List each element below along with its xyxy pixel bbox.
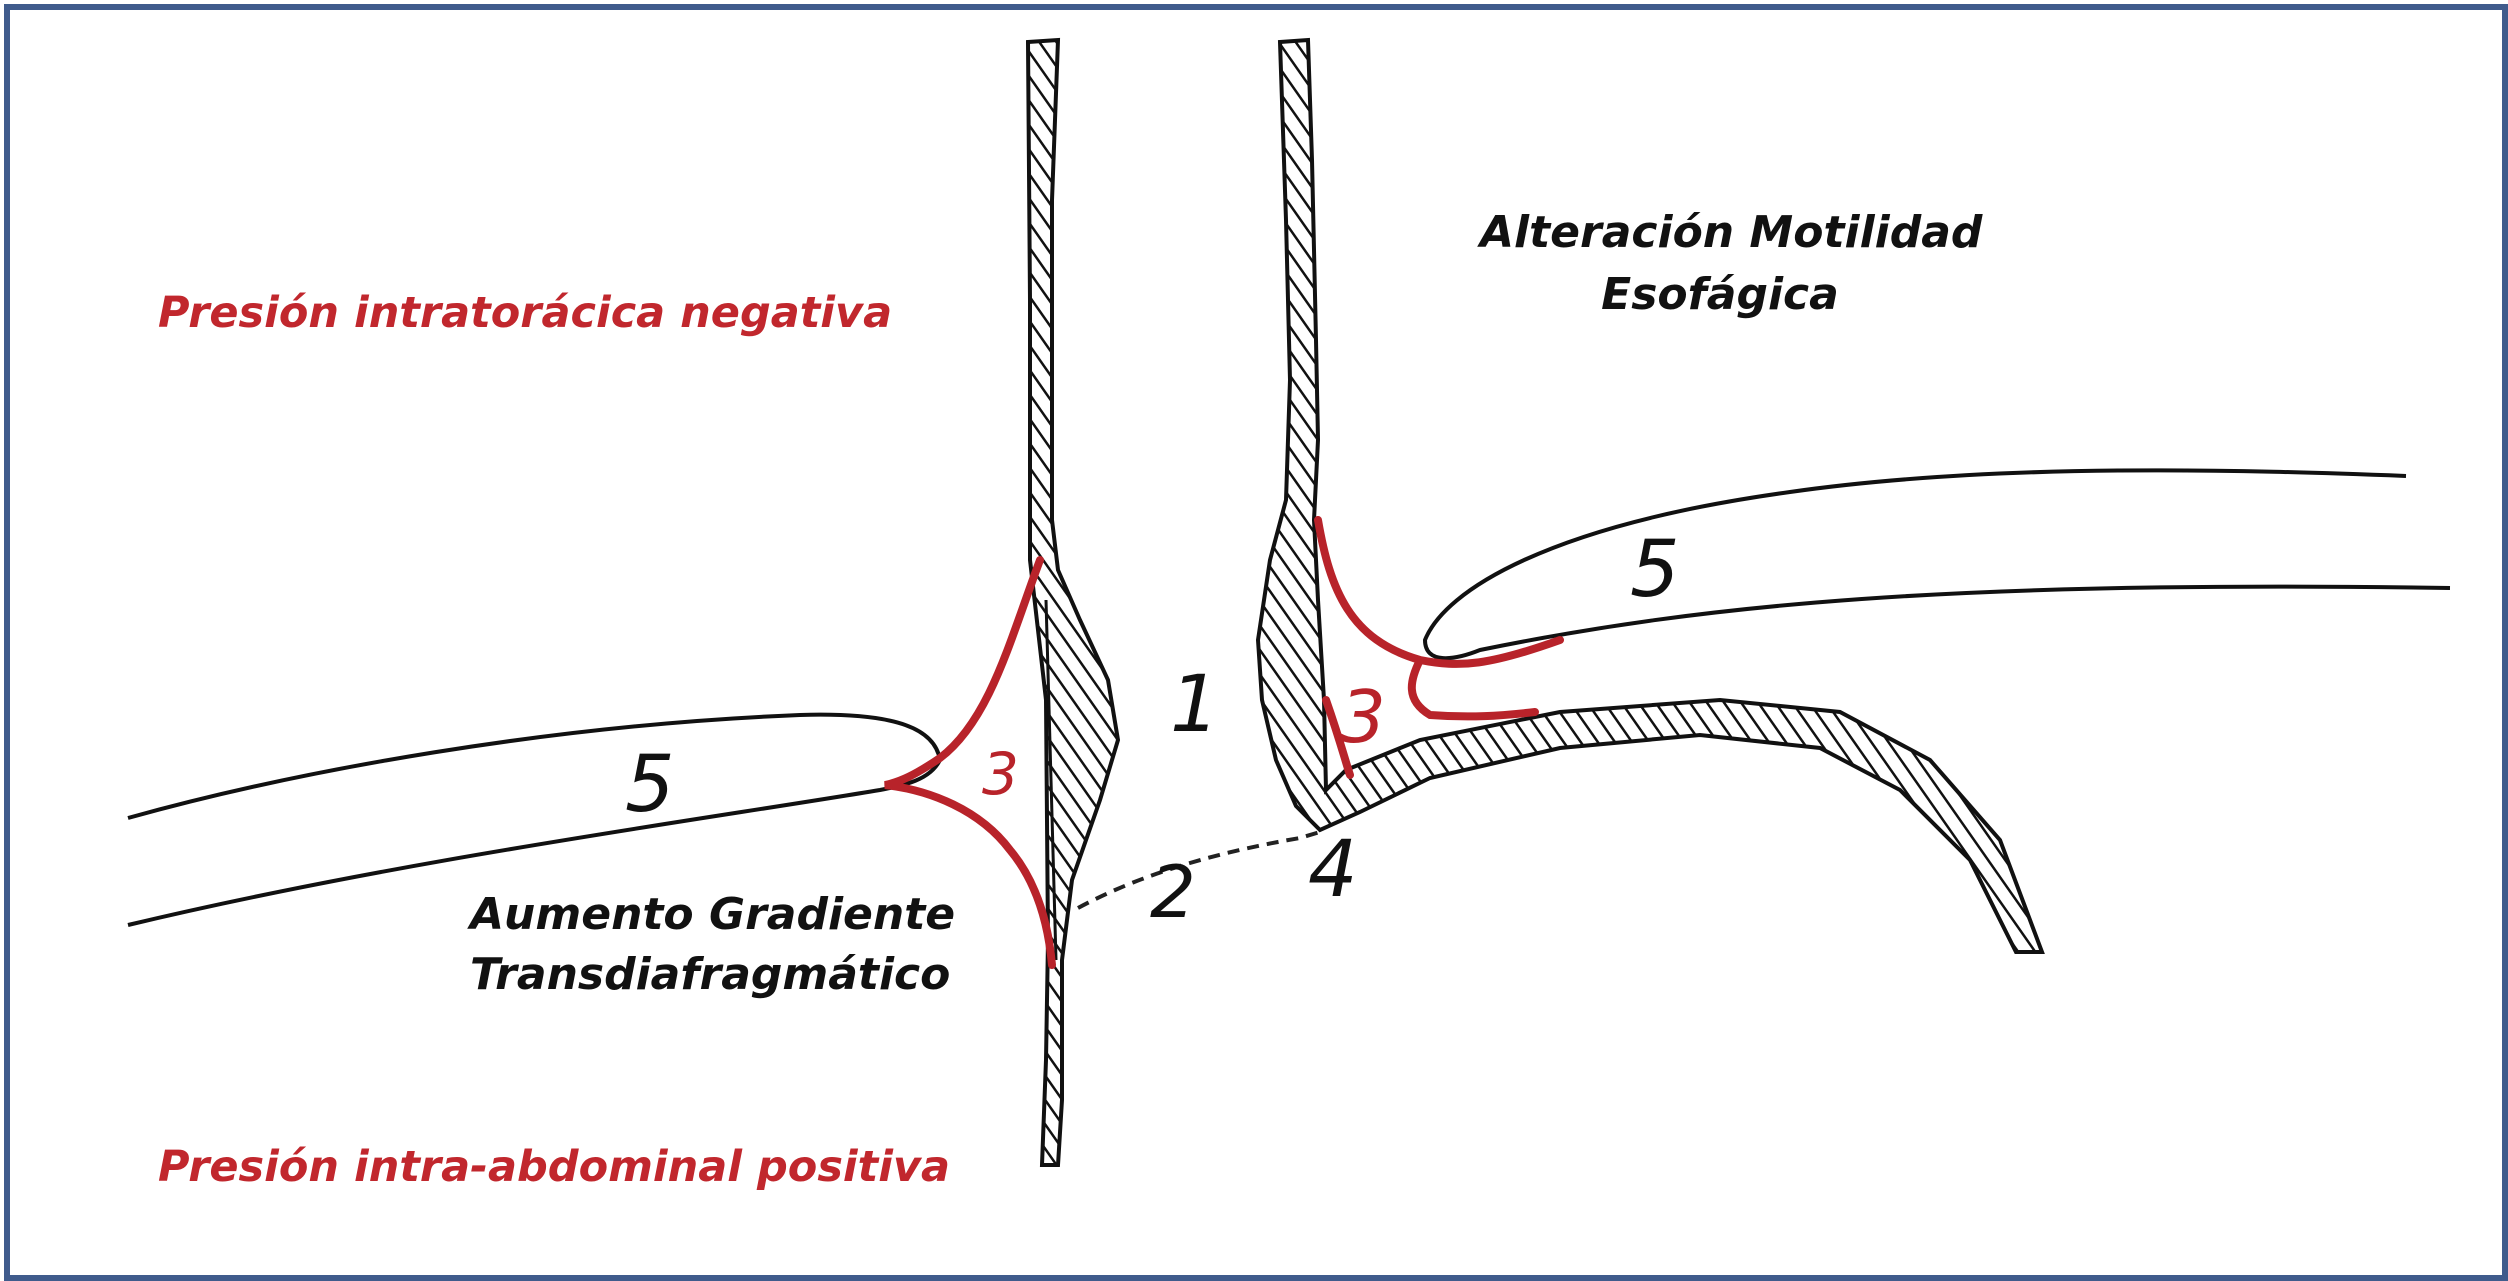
left-phrenoesophageal-ligament (884, 556, 1056, 969)
marker-3-right: 3 (1340, 675, 1386, 759)
abdominal-pressure-label: Presión intra-abdominal positiva (158, 1142, 950, 1192)
left-wall-inner-line (1044, 599, 1058, 961)
esophageal-motility-line1: Alteración Motilidad (1480, 207, 1983, 258)
marker-5-left: 5 (625, 740, 675, 830)
marker-3-left: 3 (982, 740, 1019, 808)
esophageal-motility-line2: Esofágica (1601, 269, 1839, 320)
left-diaphragm-crus (127, 712, 943, 927)
left-esophageal-wall (1025, 37, 1121, 1167)
right-esophageal-wall (1255, 37, 2045, 954)
gradient-line2: Transdiafragmático (470, 949, 951, 1000)
marker-5-right: 5 (1630, 525, 1680, 615)
diagram-frame (4, 4, 2508, 1281)
marker-4: 4 (1308, 825, 1358, 915)
marker-2: 2 (1150, 850, 1196, 934)
right-diaphragm-crus (1422, 468, 2451, 661)
marker-1: 1 (1170, 660, 1220, 750)
thoracic-pressure-label: Presión intratorácica negativa (158, 288, 893, 338)
gradient-line1: Aumento Gradiente (470, 889, 956, 940)
transdiaphragmatic-gradient-label: Aumento Gradiente Transdiafragmático (470, 885, 956, 1005)
right-phrenoesophageal-ligament (1314, 516, 1564, 779)
esophageal-motility-label: Alteración Motilidad Esofágica (1480, 202, 1983, 326)
dashed-line-2 (1077, 830, 1321, 910)
